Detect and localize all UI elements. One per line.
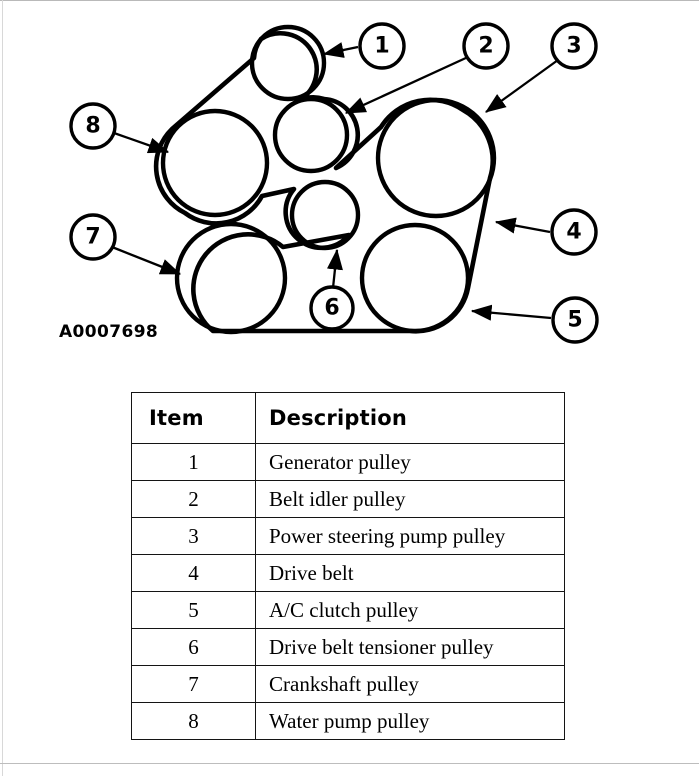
callout-2[interactable]: 2 [462, 22, 510, 70]
callout-2-label: 2 [478, 34, 493, 59]
callout-1-label: 1 [374, 34, 389, 59]
table-row: 6 Drive belt tensioner pulley [131, 628, 565, 666]
leader-line-3 [485, 59, 559, 113]
table-body: 1 Generator pulley 2 Belt idler pulley 3… [131, 443, 565, 740]
callout-7-label: 7 [85, 225, 100, 250]
callout-4[interactable]: 4 [550, 208, 598, 256]
callout-3-label: 3 [566, 34, 581, 59]
row-description: Drive belt [255, 554, 565, 592]
table-row: 3 Power steering pump pulley [131, 517, 565, 555]
water-pump-pulley [160, 108, 270, 218]
power-steering-pump-pulley [375, 97, 497, 219]
leader-line-2 [344, 55, 469, 115]
row-item-number: 8 [131, 702, 256, 740]
row-description: A/C clutch pulley [255, 591, 565, 629]
row-item-number: 1 [131, 443, 256, 481]
table-row: 5 A/C clutch pulley [131, 591, 565, 629]
callout-4-label: 4 [566, 220, 581, 245]
table-header-row: Item Description [131, 392, 565, 444]
row-description: Water pump pulley [255, 702, 565, 740]
crankshaft-pulley [174, 221, 288, 335]
leader-line-8 [113, 131, 170, 154]
callout-5-label: 5 [567, 308, 582, 333]
belt-routing-diagram: 1 2 3 4 5 [0, 0, 699, 380]
leader-line-4 [494, 217, 551, 234]
column-header-description: Description [255, 392, 565, 444]
page-top-rule [0, 0, 699, 1]
belt-routing-svg: 1 2 3 4 5 [69, 22, 599, 344]
leader-line-1 [322, 42, 359, 58]
callout-7[interactable]: 7 [69, 213, 117, 261]
parts-legend-table: Item Description 1 Generator pulley 2 Be… [131, 392, 565, 740]
row-description: Belt idler pulley [255, 480, 565, 518]
row-item-number: 2 [131, 480, 256, 518]
row-description: Power steering pump pulley [255, 517, 565, 555]
row-item-number: 4 [131, 554, 256, 592]
callout-group: 1 2 3 4 5 [69, 22, 599, 344]
callout-5[interactable]: 5 [551, 296, 599, 344]
leader-line-7 [111, 245, 182, 276]
row-item-number: 7 [131, 665, 256, 703]
belt-idler-pulley [272, 96, 350, 174]
table-row: 8 Water pump pulley [131, 702, 565, 740]
page-bottom-rule [0, 763, 699, 764]
column-header-item: Item [131, 392, 256, 444]
callout-3[interactable]: 3 [550, 22, 598, 70]
row-description: Drive belt tensioner pulley [255, 628, 565, 666]
table-row: 7 Crankshaft pulley [131, 665, 565, 703]
row-item-number: 6 [131, 628, 256, 666]
leader-line-6 [326, 248, 343, 289]
drive-belt-tensioner-pulley [289, 179, 361, 251]
row-item-number: 3 [131, 517, 256, 555]
callout-1[interactable]: 1 [358, 22, 406, 70]
figure-code-label: A0007698 [59, 322, 159, 342]
generator-pulley [249, 24, 327, 102]
callout-8[interactable]: 8 [69, 102, 117, 150]
row-description: Generator pulley [255, 443, 565, 481]
callout-6-label: 6 [324, 296, 339, 321]
table-row: 1 Generator pulley [131, 443, 565, 481]
page-left-rule [2, 0, 3, 776]
table-head: Item Description [131, 392, 565, 444]
leader-line-5 [470, 304, 552, 321]
row-item-number: 5 [131, 591, 256, 629]
table-row: 4 Drive belt [131, 554, 565, 592]
callout-8-label: 8 [85, 114, 100, 139]
table-row: 2 Belt idler pulley [131, 480, 565, 518]
callout-6[interactable]: 6 [309, 285, 355, 331]
row-description: Crankshaft pulley [255, 665, 565, 703]
ac-clutch-pulley [359, 222, 471, 334]
